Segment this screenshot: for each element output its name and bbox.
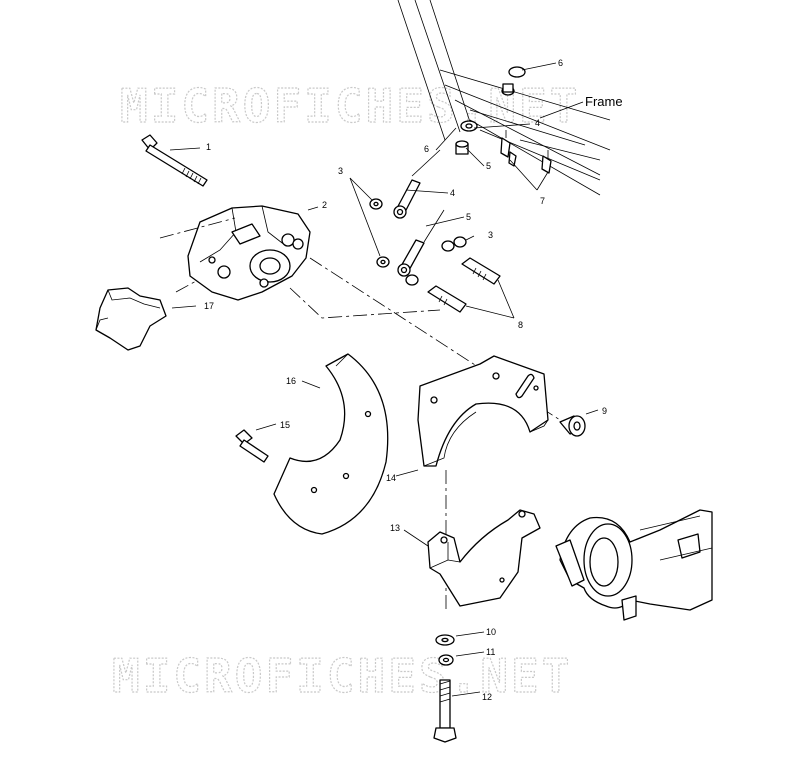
callout-10: 10 — [486, 627, 496, 637]
washer-10 — [435, 634, 455, 646]
callout-1: 1 — [206, 142, 211, 152]
frame-label: Frame — [585, 94, 623, 109]
axle-clamp — [427, 509, 541, 607]
brake-linkage — [393, 149, 445, 277]
watermark-bottom: MICROFICHES.NET — [112, 649, 572, 703]
callout-11: 11 — [486, 647, 495, 657]
callout-13: 13 — [390, 523, 400, 533]
frame-rails — [397, 0, 611, 196]
caliper-bracket — [417, 355, 549, 467]
brake-pad — [95, 287, 167, 351]
brake-caliper — [187, 205, 311, 301]
callout-3-right: 3 — [488, 230, 493, 240]
callout-12: 12 — [482, 692, 492, 702]
axle-housing — [555, 509, 713, 621]
callout-8: 8 — [518, 320, 523, 330]
brake-disc — [273, 353, 389, 535]
frame-clips — [500, 130, 552, 174]
axle-bolt — [433, 679, 457, 743]
callout-6-lower: 6 — [424, 144, 429, 154]
lock-washer-11 — [438, 654, 454, 666]
disc-bolt — [235, 429, 269, 463]
callout-9: 9 — [602, 406, 607, 416]
callout-4-upper: 4 — [535, 118, 540, 128]
washers-3 — [369, 198, 467, 286]
spacer — [559, 415, 586, 437]
callout-6-upper: 6 — [558, 58, 563, 68]
mount-bolts — [427, 257, 501, 313]
callout-7: 7 — [540, 196, 545, 206]
callout-3-left: 3 — [338, 166, 343, 176]
caliper-bolt — [141, 134, 208, 187]
callout-5-upper: 5 — [486, 161, 491, 171]
callout-15: 15 — [280, 420, 290, 430]
callout-17: 17 — [204, 301, 214, 311]
callout-5-lower: 5 — [466, 212, 471, 222]
frame-nut-upper — [455, 66, 526, 155]
callout-16: 16 — [286, 376, 296, 386]
callout-4-lower: 4 — [450, 188, 455, 198]
callout-2: 2 — [322, 200, 327, 210]
callout-14: 14 — [386, 473, 396, 483]
